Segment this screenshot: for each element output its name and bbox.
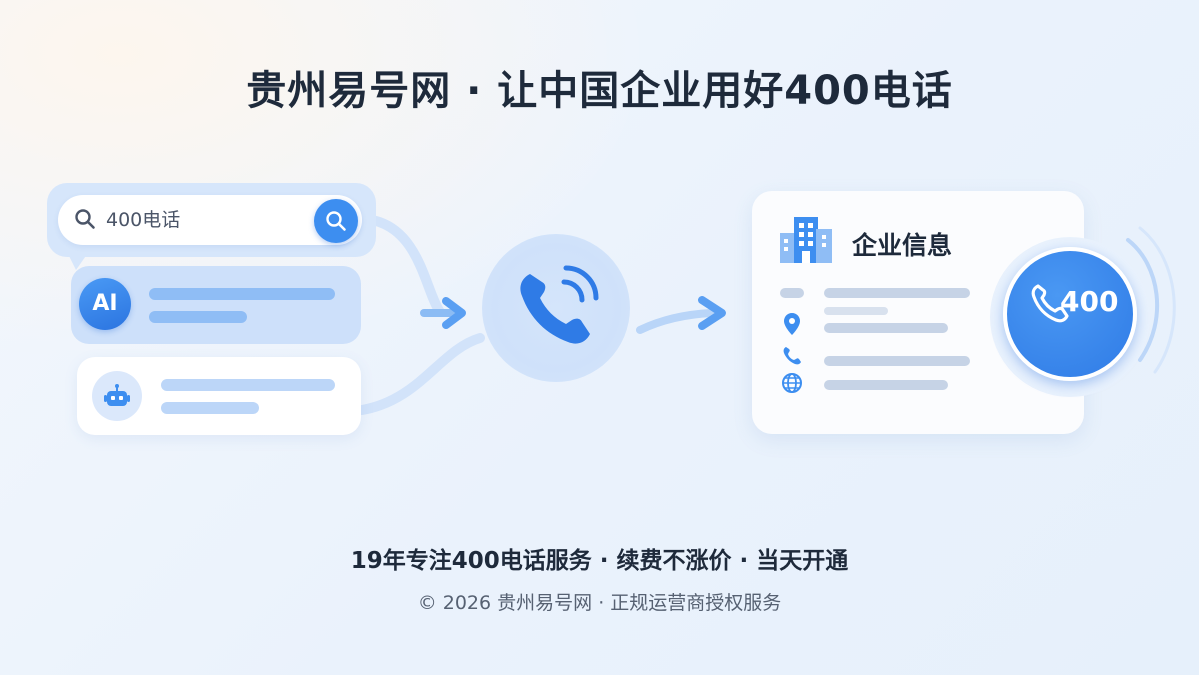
info-row-marker <box>780 288 804 298</box>
badge-number: 400 <box>1060 285 1119 318</box>
phone-call-node <box>482 234 630 382</box>
info-text-line <box>824 356 970 366</box>
copyright-footer: © 2026 贵州易号网 · 正规运营商授权服务 <box>417 592 782 614</box>
tagline: 19年专注400电话服务 · 续费不涨价 · 当天开通 <box>350 548 849 574</box>
ai-text-line <box>149 288 335 300</box>
company-info-title: 企业信息 <box>852 231 953 260</box>
robot-badge <box>92 371 142 421</box>
ai-badge: AI <box>79 278 131 330</box>
info-text-line <box>824 323 948 333</box>
search-bubble-tail <box>66 250 90 270</box>
info-text-line <box>824 288 970 298</box>
bot-text-line <box>161 379 335 391</box>
bot-text-line <box>161 402 259 414</box>
globe-icon <box>782 373 802 393</box>
search-icon <box>75 209 95 229</box>
page-title: 贵州易号网 · 让中国企业用好400电话 <box>246 68 953 114</box>
400-call-badge[interactable] <box>1003 247 1137 381</box>
ai-text-line <box>149 311 247 323</box>
building-icon <box>780 217 832 263</box>
location-pin-icon <box>784 313 800 335</box>
info-text-line <box>824 380 948 390</box>
phone-icon <box>1031 284 1069 323</box>
search-icon <box>326 211 346 231</box>
search-button[interactable] <box>314 199 358 243</box>
info-text-line <box>824 307 888 315</box>
robot-icon <box>104 384 130 406</box>
search-query: 400电话 <box>106 209 181 231</box>
phone-icon <box>520 265 599 344</box>
search-input[interactable] <box>58 195 362 245</box>
phone-icon <box>783 347 801 365</box>
